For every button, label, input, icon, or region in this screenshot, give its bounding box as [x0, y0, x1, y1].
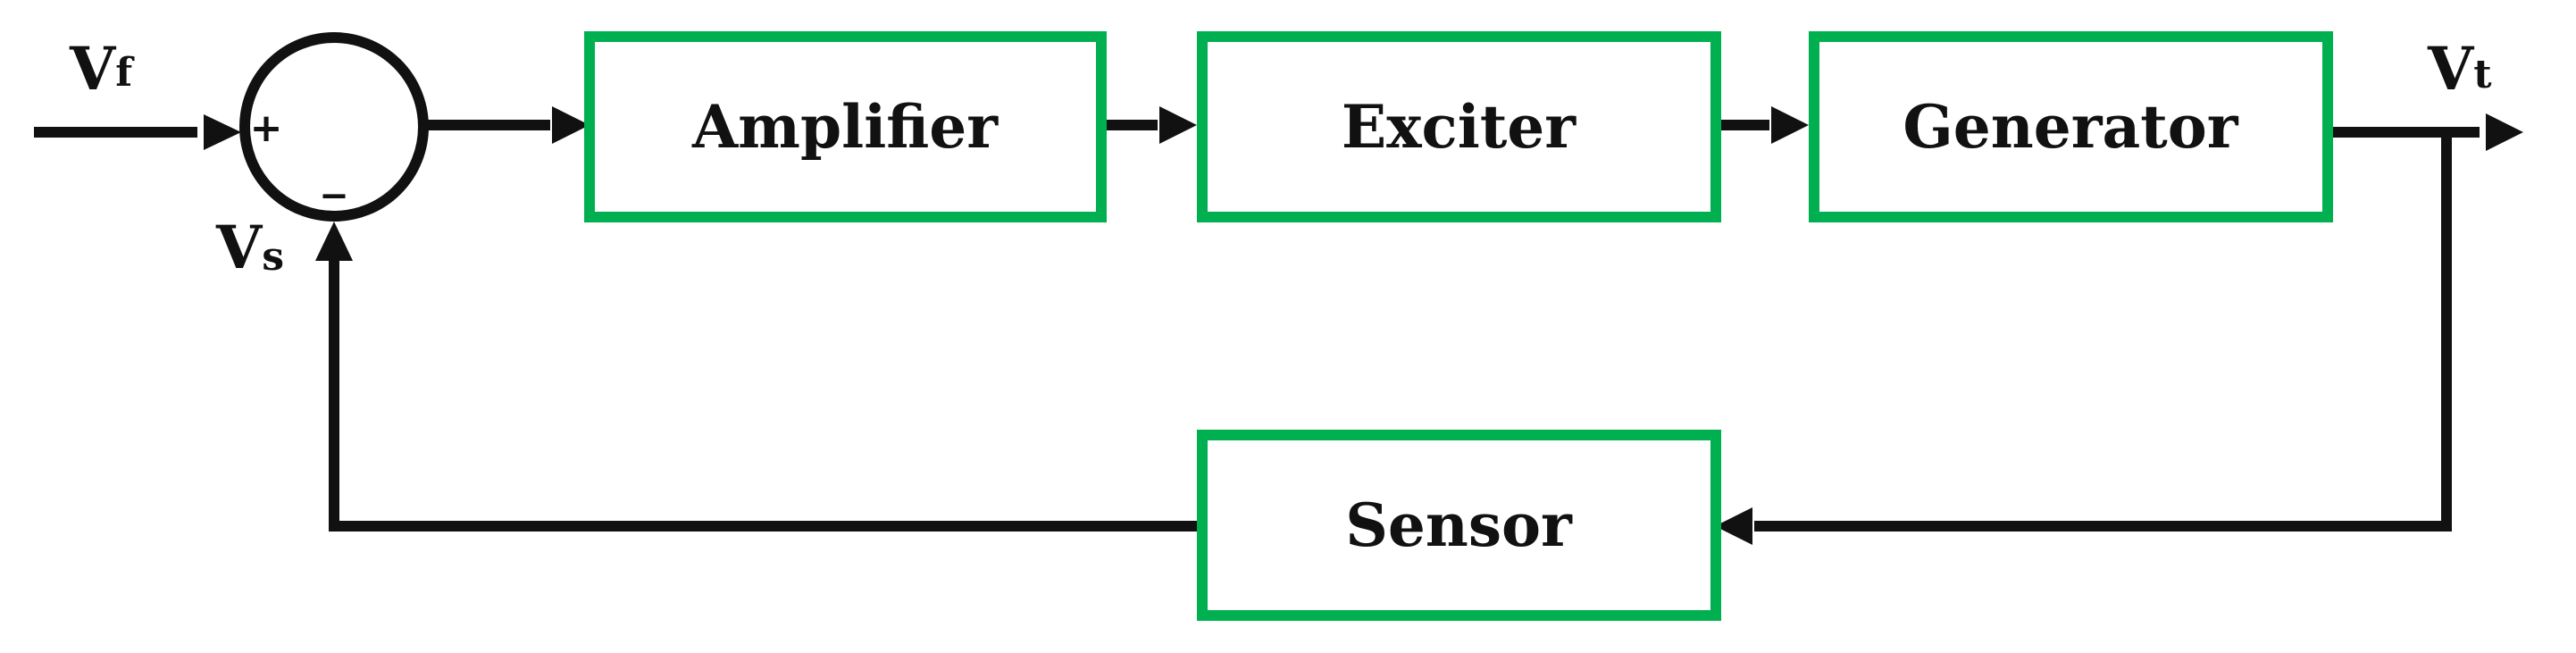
reference-signal-sub: f [115, 50, 135, 96]
feedback-signal-sub: s [262, 234, 284, 280]
arrowhead-output [2486, 113, 2523, 151]
feedback-signal-label: Vs [215, 213, 284, 282]
arrowhead-sensor [1715, 507, 1752, 545]
amplifier-box [584, 31, 1107, 222]
output-signal-sub: t [2473, 52, 2492, 97]
generator-block: Generator [1809, 31, 2333, 222]
exciter-box [1197, 31, 1721, 222]
arrowhead-amplifier [552, 106, 590, 144]
feedback-path-left [329, 255, 1208, 532]
output-signal-label: Vt [2427, 34, 2492, 104]
feedback-path-right [1754, 127, 2452, 532]
amplifier-block: Amplifier [584, 31, 1107, 222]
summing-junction: + _ [239, 32, 429, 222]
generator-label: Generator [1903, 92, 2238, 162]
minus-sign: _ [323, 147, 346, 198]
reference-signal-main: V [69, 34, 117, 104]
arrowheads [204, 106, 2523, 545]
exciter-label: Exciter [1342, 92, 1577, 162]
exciter-block: Exciter [1197, 31, 1721, 222]
sensor-label: Sensor [1345, 490, 1573, 560]
output-signal-main: V [2427, 34, 2475, 104]
generator-box [1809, 31, 2333, 222]
sensor-box [1197, 430, 1721, 621]
reference-signal-label: Vf [69, 34, 135, 104]
connection-lines [34, 120, 2480, 532]
arrowhead-input [204, 114, 241, 150]
amplifier-label: Amplifier [691, 92, 999, 162]
sensor-block: Sensor [1197, 430, 1721, 621]
arrowhead-generator [1771, 106, 1809, 144]
plus-sign: + [250, 105, 283, 151]
feedback-signal-main: V [215, 213, 263, 282]
summing-junction-circle [239, 32, 429, 222]
arrowhead-exciter [1159, 106, 1197, 144]
arrowhead-feedback [315, 222, 353, 261]
